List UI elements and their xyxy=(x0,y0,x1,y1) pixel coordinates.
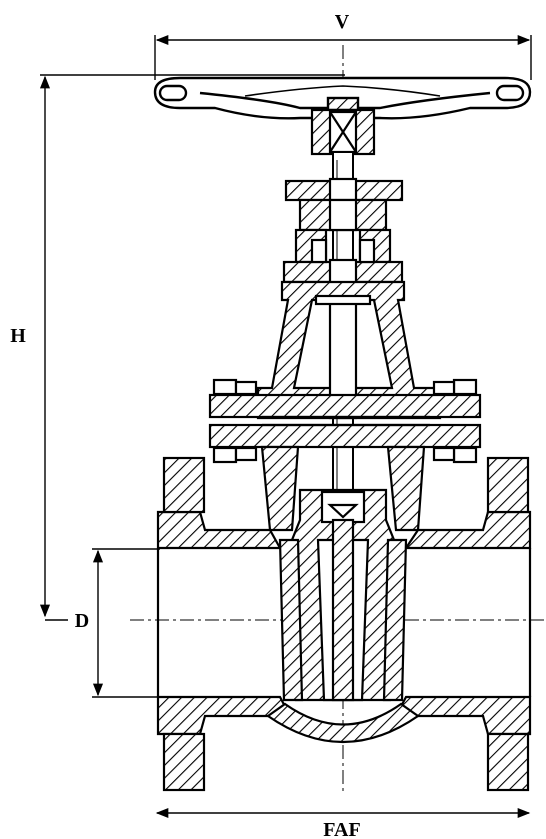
label-h: H xyxy=(10,325,26,347)
yoke-nut xyxy=(284,177,404,232)
gland-packing xyxy=(282,228,404,286)
label-v: V xyxy=(335,11,350,33)
handwheel-hub xyxy=(310,108,376,156)
bonnet xyxy=(256,280,442,420)
label-d: D xyxy=(75,610,89,632)
end-flanges xyxy=(162,456,530,792)
gate-wedge xyxy=(278,488,408,702)
dimension-lines xyxy=(39,34,532,819)
bonnet-flange xyxy=(208,378,482,464)
handwheel xyxy=(153,76,532,120)
label-faf: FAF xyxy=(323,819,360,839)
